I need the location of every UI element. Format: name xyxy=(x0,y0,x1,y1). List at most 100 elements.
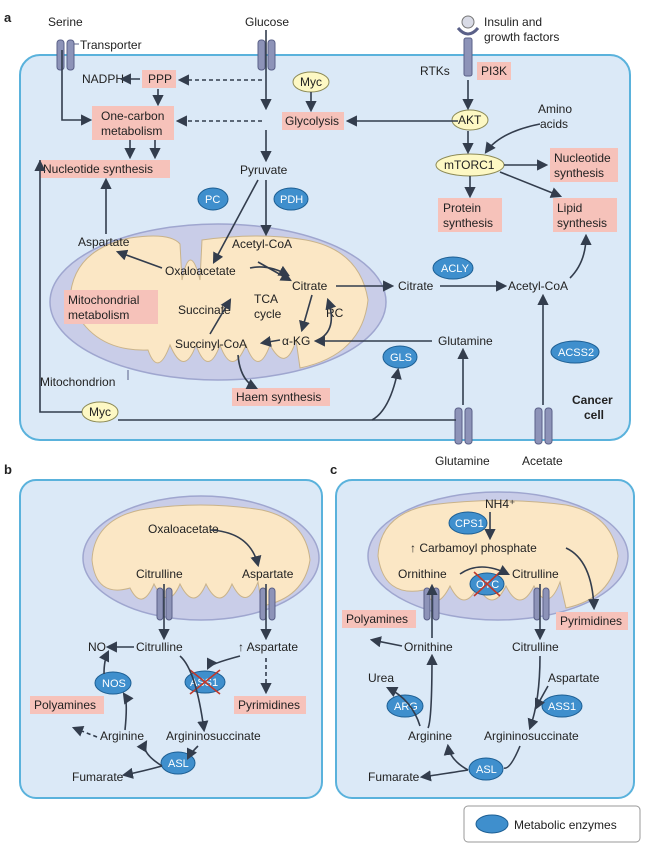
b-nos-label: NOS xyxy=(102,678,126,690)
c-pyrimidines-box xyxy=(556,612,628,630)
c-nh4: NH4⁺ xyxy=(485,497,515,511)
aspartate-label: Aspartate xyxy=(78,235,130,249)
nadph-label: NADPH xyxy=(82,72,124,86)
rtks-label: RTKs xyxy=(420,64,450,78)
acetyl-coa-cyto-label: Acetyl-CoA xyxy=(508,279,568,293)
haem-synthesis-label: Haem synthesis xyxy=(236,390,321,404)
insulin-label-2: growth factors xyxy=(484,30,559,44)
one-carbon-label-1: One-carbon xyxy=(101,109,164,123)
tca-label-2: cycle xyxy=(254,307,282,321)
one-carbon-box xyxy=(92,106,174,140)
akg-label: α-KG xyxy=(282,334,310,348)
panel-b: b Oxaloacetate Citrulline Aspartate NO C… xyxy=(4,462,323,799)
amino-acids-label-1: Amino xyxy=(538,102,572,116)
glucose-transporter xyxy=(257,39,276,71)
haem-synthesis-box xyxy=(232,388,330,406)
myc-bottom-label: Myc xyxy=(89,405,111,419)
glycolysis-label: Glycolysis xyxy=(285,114,339,128)
succinyl-coa-label: Succinyl-CoA xyxy=(175,337,247,351)
transporter-label: Transporter xyxy=(80,38,142,52)
panel-b-letter: b xyxy=(4,462,12,477)
c-fumarate: Fumarate xyxy=(368,770,420,784)
nucleotide-synthesis-left-box xyxy=(40,160,170,178)
ppp-box xyxy=(142,70,176,88)
one-carbon-label-2: metabolism xyxy=(101,124,162,138)
serine-label: Serine xyxy=(48,15,83,29)
insulin-label-1: Insulin and xyxy=(484,15,542,29)
citrulline-transporter-b xyxy=(156,587,173,621)
b-asl-enzyme xyxy=(160,751,196,775)
b-arginine: Arginine xyxy=(100,729,144,743)
b-oxaloacetate: Oxaloacetate xyxy=(148,522,219,536)
acss2-enzyme xyxy=(550,340,600,364)
mito-metabolism-label-1: Mitochondrial xyxy=(68,293,139,307)
mtorc1-label: mTORC1 xyxy=(444,158,495,172)
b-fumarate: Fumarate xyxy=(72,770,124,784)
rtk-receptor xyxy=(456,15,480,77)
acss2-label: ACSS2 xyxy=(558,347,594,359)
b-pyrimidines: Pyrimidines xyxy=(238,698,300,712)
amino-acids-label-2: acids xyxy=(540,117,568,131)
c-pyrimidines: Pyrimidines xyxy=(560,614,622,628)
nucleotide-synthesis-right-label-1: Nucleotide xyxy=(554,151,611,165)
c-cps1-label: CPS1 xyxy=(455,518,484,530)
panel-c: c NH4⁺ CPS1 ↑ Carbamoyl phosphate Ornith… xyxy=(330,462,635,799)
panel-c-letter: c xyxy=(330,462,337,477)
mitochondrion-label: Mitochondrion xyxy=(40,375,115,389)
lipid-synthesis-box xyxy=(553,198,617,232)
protein-synthesis-box xyxy=(438,198,502,232)
panel-c-arrows xyxy=(369,512,600,782)
legend: Metabolic enzymes xyxy=(463,805,641,843)
b-citrulline-mito: Citrulline xyxy=(136,567,183,581)
pdh-enzyme xyxy=(273,187,309,211)
b-argininosuccinate: Argininosuccinate xyxy=(166,729,261,743)
acetate-transporter xyxy=(534,407,553,445)
b-pyrimidines-box xyxy=(234,696,306,714)
c-asl-label: ASL xyxy=(476,764,497,776)
protein-synthesis-label-1: Protein xyxy=(443,201,481,215)
citrate-mito-label: Citrate xyxy=(292,279,328,293)
c-carbamoyl: ↑ Carbamoyl phosphate xyxy=(410,541,537,555)
c-ornithine-mito: Ornithine xyxy=(398,567,447,581)
tca-label-1: TCA xyxy=(254,292,278,306)
pi3k-label: PI3K xyxy=(481,64,507,78)
pc-enzyme xyxy=(197,187,229,211)
acetyl-coa-mito-label: Acetyl-CoA xyxy=(232,237,292,251)
lipid-synthesis-label-1: Lipid xyxy=(557,201,582,215)
nucleotide-synthesis-left-label: Nucleotide synthesis xyxy=(43,162,153,176)
b-polyamines: Polyamines xyxy=(34,698,96,712)
legend-box xyxy=(463,805,641,843)
c-ass1-label: ASS1 xyxy=(548,701,576,713)
myc-top-label: Myc xyxy=(300,75,322,89)
b-citrulline: Citrulline xyxy=(136,640,183,654)
c-polyamines-box xyxy=(342,610,416,628)
legend-label: Metabolic enzymes xyxy=(514,818,617,832)
cancer-cell-label-1: Cancer xyxy=(572,393,613,407)
succinate-label: Succinate xyxy=(178,303,231,317)
ppp-label: PPP xyxy=(148,72,172,86)
gls-label: GLS xyxy=(390,352,412,364)
pc-label: PC xyxy=(205,194,220,206)
mitochondrion-c xyxy=(367,491,629,621)
acetate-label: Acetate xyxy=(522,454,563,468)
glucose-label: Glucose xyxy=(245,15,289,29)
glutamine-out-label: Glutamine xyxy=(435,454,490,468)
b-nos-enzyme xyxy=(94,671,132,695)
c-citrulline: Citrulline xyxy=(512,640,559,654)
c-asl-enzyme xyxy=(468,757,504,781)
b-aspartate-mito: Aspartate xyxy=(242,567,294,581)
panel-a-letter: a xyxy=(4,10,12,25)
protein-synthesis-label-2: synthesis xyxy=(443,216,493,230)
c-cps1-enzyme xyxy=(448,511,488,535)
lipid-synthesis-label-2: synthesis xyxy=(557,216,607,230)
glutamine-transporter xyxy=(454,407,473,445)
c-citrulline-mito: Citrulline xyxy=(512,567,559,581)
nucleotide-synthesis-right-box xyxy=(550,148,618,182)
nucleotide-synthesis-right-label-2: synthesis xyxy=(554,166,604,180)
citrate-cyto-label: Citrate xyxy=(398,279,434,293)
pyruvate-label: Pyruvate xyxy=(240,163,288,177)
mitochondrion-b xyxy=(82,495,320,621)
glutamine-cyto-label: Glutamine xyxy=(438,334,493,348)
c-argininosuccinate: Argininosuccinate xyxy=(484,729,579,743)
b-aspartate: ↑ Aspartate xyxy=(238,640,298,654)
